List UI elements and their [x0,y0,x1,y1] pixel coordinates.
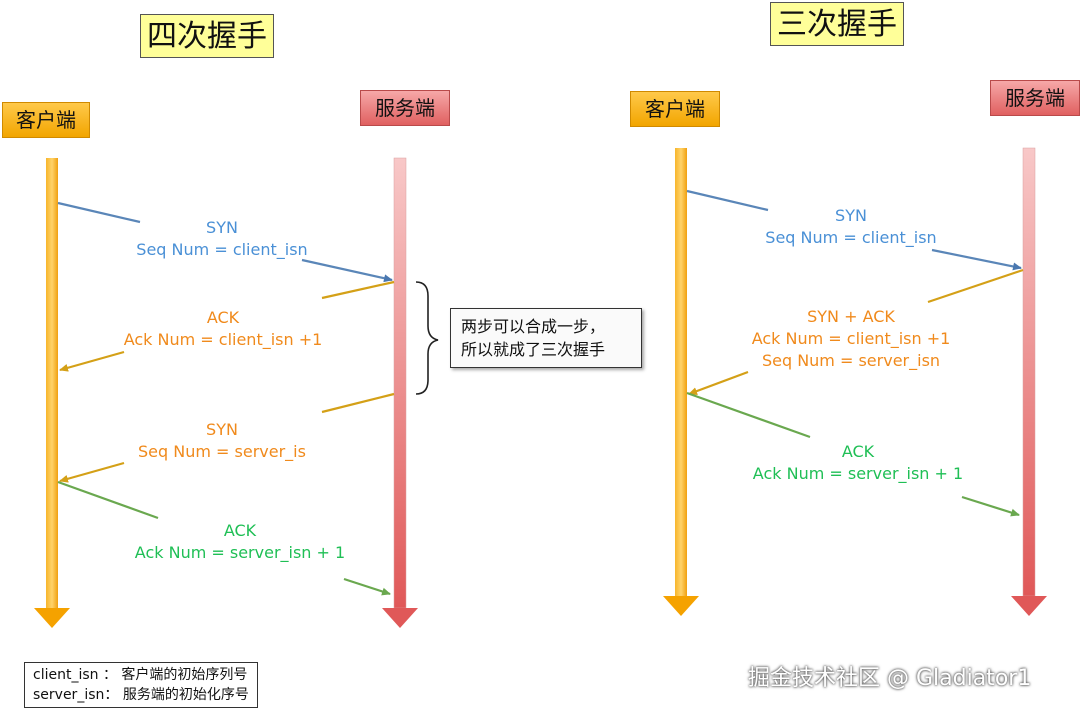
left-arrow-syn-server [59,392,395,483]
merge-note-line2: 所以就成了三次握手 [461,340,606,359]
legend-client-isn: client_isn ： 客户端的初始序列号 [33,667,248,683]
left-server-timeline [382,157,418,628]
right-title: 三次握手 [770,2,904,46]
right-arrow-syn-ack [688,268,1024,396]
right-msg-syn-detail: Seq Num = client_isn [765,228,937,247]
left-msg-ack: ACK Ack Num = client_isn +1 [108,307,338,351]
right-msg-ack-detail: Ack Num = server_isn + 1 [752,464,964,483]
right-msg-syn-ack-detail2: Seq Num = server_isn [761,351,941,370]
left-arrow-ack-final [57,480,391,596]
merge-note-line1: 两步可以合成一步， [461,317,606,336]
left-brace [415,281,439,395]
left-msg-ack-final-title: ACK [223,521,257,540]
left-msg-syn-detail: Seq Num = client_isn [136,240,308,259]
left-arrow-ack [59,280,395,372]
left-msg-syn-server-title: SYN [206,420,238,439]
left-server-label: 服务端 [360,90,450,126]
right-msg-ack: ACK Ack Num = server_isn + 1 [738,441,978,485]
right-msg-syn: SYN Seq Num = client_isn [751,205,951,249]
left-msg-ack-detail: Ack Num = client_isn +1 [123,330,323,349]
left-client-label: 客户端 [2,102,90,138]
left-msg-syn-server-detail: Seq Num = server_is [138,442,306,461]
left-arrow-syn [57,201,393,283]
left-msg-ack-title: ACK [206,308,240,327]
legend-server-isn: server_isn： 服务端的初始化序号 [33,687,249,703]
left-msg-syn: SYN Seq Num = client_isn [122,217,322,261]
legend: client_isn ： 客户端的初始序列号 server_isn： 服务端的初… [24,662,258,708]
left-client-timeline [34,158,70,628]
right-server-timeline [1011,147,1047,616]
right-client-timeline [663,148,699,616]
right-client-label: 客户端 [630,91,720,127]
right-server-label: 服务端 [990,80,1080,116]
right-msg-syn-ack-title: SYN + ACK [807,307,895,326]
merge-note: 两步可以合成一步， 所以就成了三次握手 [450,308,642,368]
left-msg-ack-final: ACK Ack Num = server_isn + 1 [120,520,360,564]
left-msg-syn-title: SYN [206,218,238,237]
left-msg-syn-server: SYN Seq Num = server_is [122,419,322,463]
right-msg-syn-title: SYN [835,206,867,225]
right-msg-syn-ack: SYN + ACK Ack Num = client_isn +1 Seq Nu… [736,306,966,372]
left-msg-ack-final-detail: Ack Num = server_isn + 1 [134,543,346,562]
right-msg-ack-title: ACK [841,442,875,461]
right-arrow-ack [686,391,1020,517]
right-msg-syn-ack-detail1: Ack Num = client_isn +1 [751,329,951,348]
watermark: 掘金技术社区 @ Gladiator1 [748,666,1032,691]
left-title: 四次握手 [140,14,274,58]
right-arrow-syn [686,189,1022,271]
